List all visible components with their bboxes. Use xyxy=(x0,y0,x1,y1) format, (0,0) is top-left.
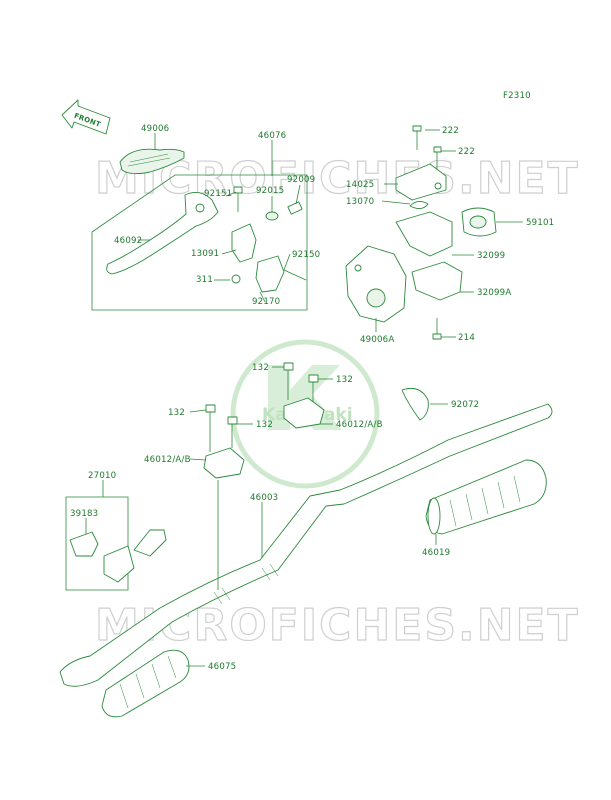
label-92151: 92151 xyxy=(204,189,232,199)
label-46012-right: 46012/A/B xyxy=(336,420,383,430)
part-labels: 49006 46076 92151 92015 92009 46092 1309… xyxy=(70,124,554,672)
label-32099A: 32099A xyxy=(477,288,511,298)
label-46075: 46075 xyxy=(208,662,236,672)
label-132-c: 132 xyxy=(168,408,185,418)
switch-assembly-group xyxy=(65,496,167,591)
label-46076: 46076 xyxy=(258,131,286,141)
label-311: 311 xyxy=(196,275,213,285)
left-grip xyxy=(101,649,190,718)
label-49006: 49006 xyxy=(141,124,169,134)
label-222-a: 222 xyxy=(442,126,459,136)
handlebar xyxy=(59,403,553,687)
label-49006A: 49006A xyxy=(360,335,394,345)
label-13070: 13070 xyxy=(346,197,374,207)
label-132-b: 132 xyxy=(336,375,353,385)
front-arrow-icon: FRONT xyxy=(61,99,111,135)
diagram-code: F2310 xyxy=(503,91,531,101)
handlebar-clamps xyxy=(203,362,325,590)
label-92009: 92009 xyxy=(287,175,315,185)
label-59101: 59101 xyxy=(526,218,554,228)
label-92150: 92150 xyxy=(292,250,320,260)
label-39183: 39183 xyxy=(70,509,98,519)
throttle-housing-group xyxy=(345,125,497,340)
label-46092: 46092 xyxy=(114,236,142,246)
label-46019: 46019 xyxy=(422,548,450,558)
leader-lines xyxy=(85,129,523,667)
label-92072: 92072 xyxy=(451,400,479,410)
lever-assembly-group xyxy=(91,148,308,311)
label-46012-left: 46012/A/B xyxy=(144,455,191,465)
label-132-d: 132 xyxy=(256,420,273,430)
label-46003: 46003 xyxy=(250,493,278,503)
label-14025: 14025 xyxy=(346,180,374,190)
label-27010: 27010 xyxy=(88,471,116,481)
label-13091: 13091 xyxy=(191,249,219,259)
right-grip xyxy=(425,459,547,535)
label-92170: 92170 xyxy=(252,297,280,307)
label-92015: 92015 xyxy=(256,186,284,196)
clip-92072 xyxy=(401,387,429,421)
label-132-a: 132 xyxy=(252,363,269,373)
label-32099: 32099 xyxy=(477,251,505,261)
label-222-b: 222 xyxy=(458,147,475,157)
label-214: 214 xyxy=(458,333,475,343)
